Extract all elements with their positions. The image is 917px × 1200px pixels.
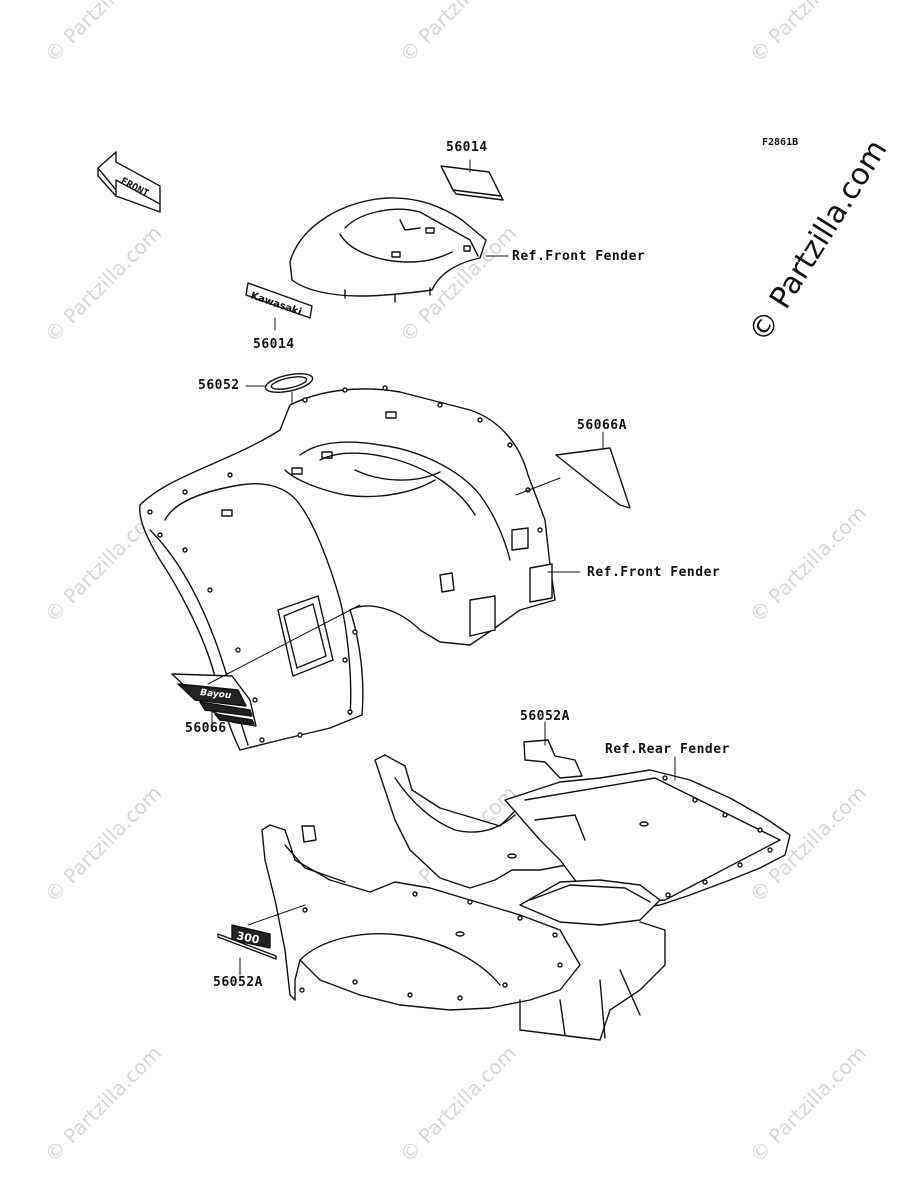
part-number-56014-top[interactable]: 56014 <box>446 140 488 155</box>
decal-kawasaki: Kawasaki <box>245 282 313 319</box>
decal-bayou-56066: Bayou <box>171 673 257 727</box>
decal-56014-top <box>440 165 504 201</box>
front-arrow-icon: FRONT <box>97 151 161 213</box>
rear-fender <box>261 739 791 1041</box>
part-number-56066[interactable]: 56066 <box>185 721 227 736</box>
ref-front-fender-label[interactable]: Ref.Front Fender <box>512 249 646 264</box>
ref-front-fender-label-2[interactable]: Ref.Front Fender <box>587 565 721 580</box>
part-number-56066A[interactable]: 56066A <box>577 418 627 433</box>
emblem-56052 <box>264 373 314 393</box>
part-number-56052[interactable]: 56052 <box>198 378 240 393</box>
emblem-300: 300 <box>217 924 277 960</box>
part-number-56052A-bottom[interactable]: 56052A <box>213 975 263 990</box>
front-fender <box>139 385 556 751</box>
ref-rear-fender-label[interactable]: Ref.Rear Fender <box>605 742 730 757</box>
part-number-56052A-top[interactable]: 56052A <box>520 709 570 724</box>
bayou-decal-text: Bayou <box>200 688 233 701</box>
diagram-code: F2861B <box>762 137 799 148</box>
front-cowl <box>289 197 487 303</box>
part-number-56014-mid[interactable]: 56014 <box>253 337 295 352</box>
decal-56066A <box>555 447 631 509</box>
